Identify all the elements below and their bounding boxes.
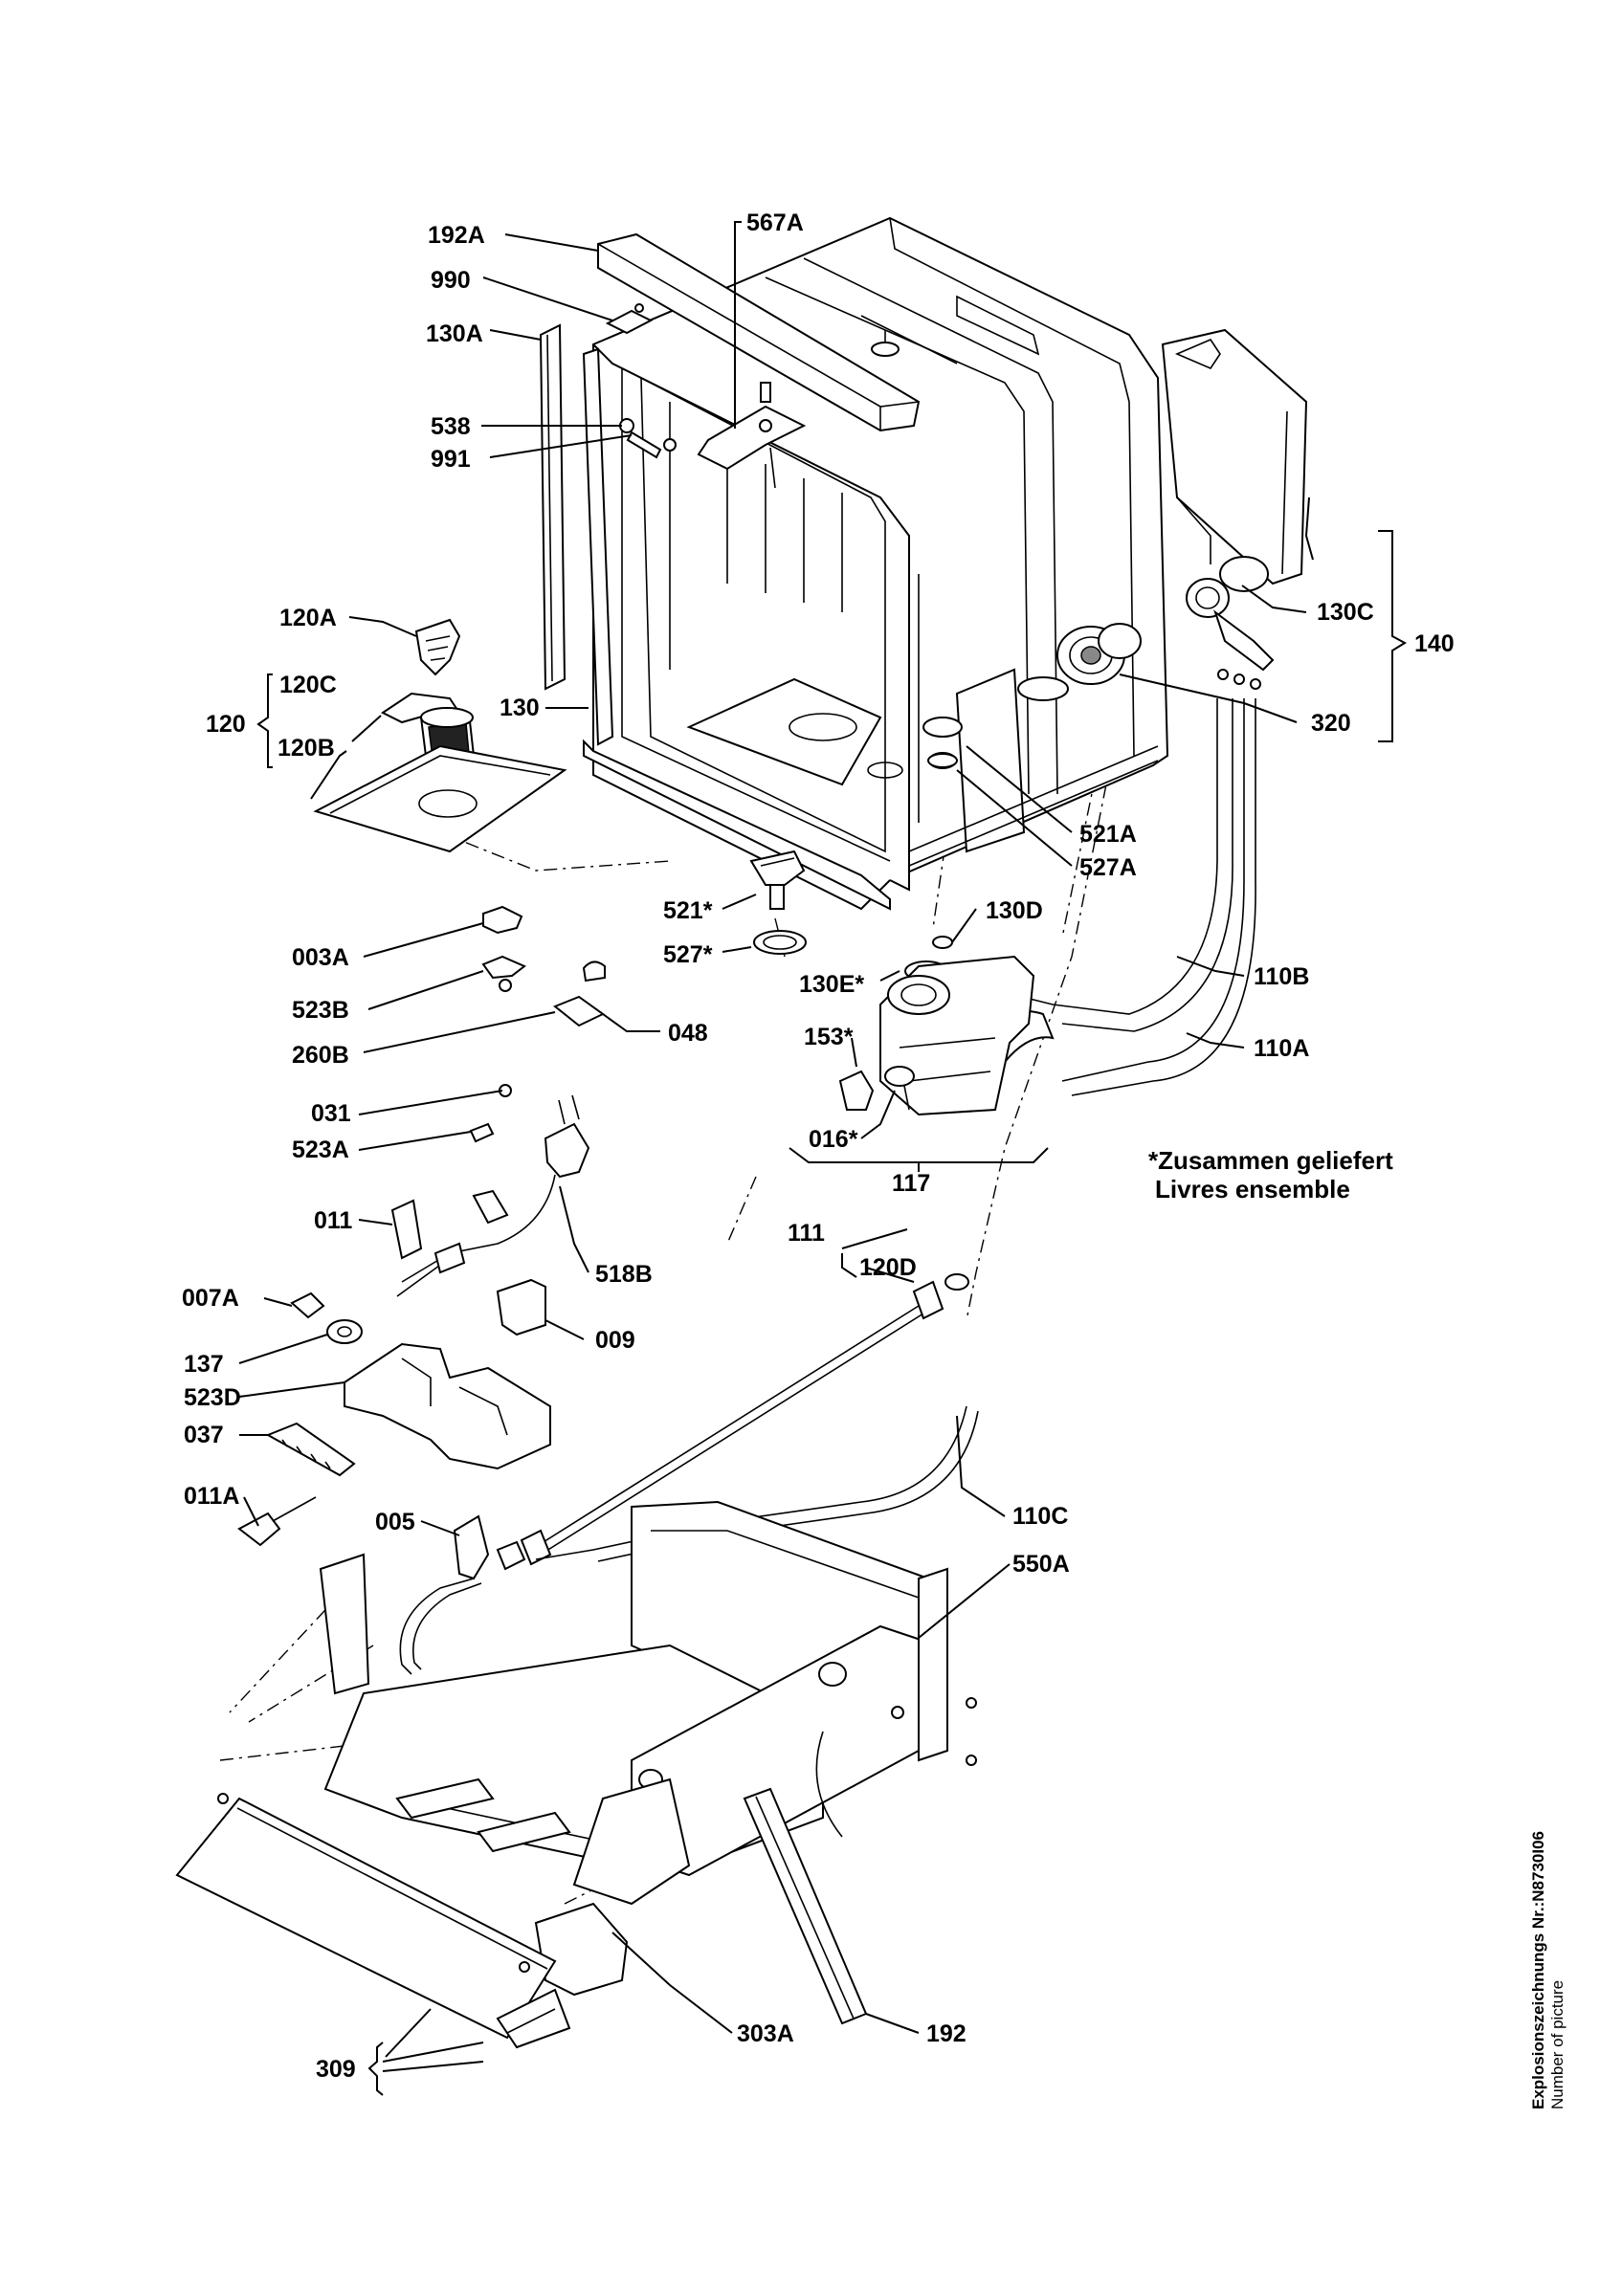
label-117: 117 xyxy=(892,1170,930,1197)
label-120B: 120B xyxy=(278,735,335,762)
label-523A: 523A xyxy=(292,1137,349,1163)
side-panel-140 xyxy=(1161,328,1308,690)
side-caption-title: Explosionszeichnungs Nr.:N8730I06 xyxy=(1529,1831,1547,2109)
label-320: 320 xyxy=(1311,710,1351,737)
bracket-990 xyxy=(605,303,654,335)
label-521A: 521A xyxy=(1079,821,1137,848)
label-521-star: 521* xyxy=(663,897,713,924)
label-309: 309 xyxy=(316,2056,356,2083)
label-011: 011 xyxy=(314,1207,352,1234)
label-016-star: 016* xyxy=(809,1126,858,1153)
part-labels: 192A 567A 990 130A 538 991 120A 120C 120… xyxy=(182,210,1455,2083)
delivery-note: *Zusammen geliefert Livres ensemble xyxy=(1148,1146,1393,1203)
label-523D: 523D xyxy=(184,1384,241,1411)
filter-assembly-120 xyxy=(313,618,567,853)
power-cord-518B xyxy=(390,1084,590,1297)
label-518B: 518B xyxy=(595,1261,653,1288)
label-120A: 120A xyxy=(279,605,337,631)
label-303A: 303A xyxy=(737,2020,794,2047)
label-130E-star: 130E* xyxy=(799,971,864,998)
side-caption: Explosionszeichnungs Nr.:N8730I06 Number… xyxy=(1529,1831,1566,2109)
label-120C: 120C xyxy=(279,672,337,698)
label-130C: 130C xyxy=(1317,599,1374,626)
seal-130A xyxy=(539,323,567,691)
label-538: 538 xyxy=(431,413,471,440)
note-line-1: *Zusammen geliefert xyxy=(1148,1146,1393,1175)
parts-521A-527A xyxy=(922,717,963,768)
small-parts-003A-260B xyxy=(481,905,606,1027)
label-550A: 550A xyxy=(1012,1551,1070,1578)
label-110A: 110A xyxy=(1254,1035,1309,1062)
leader-lines xyxy=(238,221,1314,2072)
label-527A: 527A xyxy=(1079,854,1137,881)
top-rail-192A xyxy=(597,232,921,432)
kickplate-309 xyxy=(175,1793,571,2049)
label-137: 137 xyxy=(184,1351,224,1378)
label-111: 111 xyxy=(788,1220,825,1247)
label-990: 990 xyxy=(431,267,471,294)
label-527-star: 527* xyxy=(663,941,713,968)
screws-538-991 xyxy=(619,418,677,459)
junction-box-523D xyxy=(237,1278,551,1547)
label-009: 009 xyxy=(595,1327,635,1354)
label-011A: 011A xyxy=(184,1483,239,1510)
note-line-2: Livres ensemble xyxy=(1155,1175,1350,1203)
bracket-567A xyxy=(697,382,807,489)
label-037: 037 xyxy=(184,1422,224,1448)
side-caption-subtitle: Number of picture xyxy=(1548,1980,1566,2109)
label-260B: 260B xyxy=(292,1042,349,1069)
label-120: 120 xyxy=(206,711,246,738)
grouping-braces xyxy=(256,530,1408,2096)
label-153-star: 153* xyxy=(804,1024,854,1050)
label-110C: 110C xyxy=(1012,1503,1068,1530)
label-130D: 130D xyxy=(986,897,1043,924)
label-991: 991 xyxy=(431,446,471,473)
label-567A: 567A xyxy=(746,210,804,236)
dishwasher-tub xyxy=(583,216,1169,911)
label-005: 005 xyxy=(375,1509,415,1535)
label-031: 031 xyxy=(311,1100,351,1127)
base-frame-550A xyxy=(319,1500,977,1997)
label-140: 140 xyxy=(1414,630,1455,657)
label-120D: 120D xyxy=(859,1254,917,1281)
heater-320 xyxy=(1056,623,1142,685)
label-110B: 110B xyxy=(1254,963,1309,990)
label-130: 130 xyxy=(500,695,540,721)
label-523B: 523B xyxy=(292,997,349,1024)
label-048: 048 xyxy=(668,1020,708,1047)
label-130A: 130A xyxy=(426,320,483,347)
label-007A: 007A xyxy=(182,1285,239,1312)
hose-111-110C xyxy=(399,1273,979,1675)
seal-130 xyxy=(582,347,614,746)
pump-assembly-117 xyxy=(838,936,1035,1116)
label-003A: 003A xyxy=(292,944,349,971)
parts-521-527 xyxy=(749,850,807,955)
label-192A: 192A xyxy=(428,222,485,249)
label-192: 192 xyxy=(926,2020,967,2047)
